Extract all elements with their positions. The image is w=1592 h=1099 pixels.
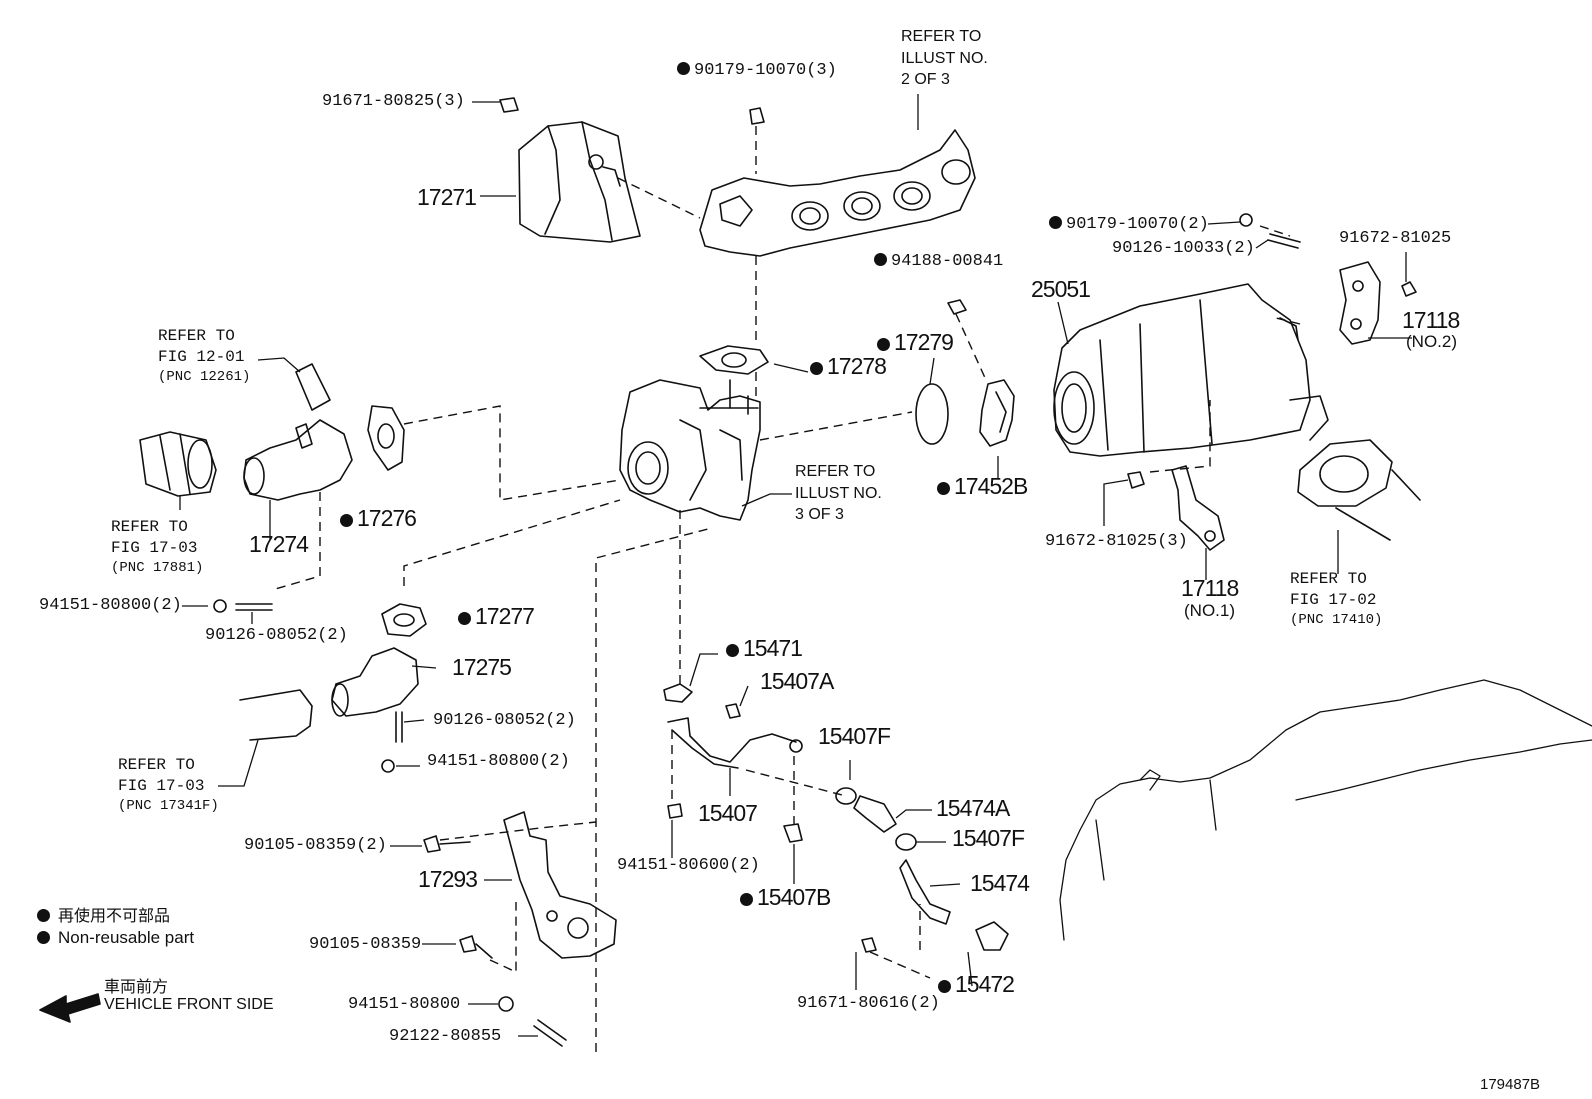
label-94151-80800-c: 94151-80800	[348, 995, 461, 1014]
turbocharger	[619, 379, 761, 521]
refer-fig-12-01: REFER TO FIG 12-01 (PNC 12261)	[158, 327, 251, 385]
refer-fig-17-02: REFER TO FIG 17-02 (PNC 17410)	[1290, 570, 1383, 628]
refer-illust-3-of-3: REFER TO ILLUST NO. 3 OF 3	[795, 463, 882, 524]
label-17279: 17279	[877, 331, 954, 354]
label-25051: 25051	[1031, 276, 1091, 302]
label-15407f-b: 15407F	[952, 825, 1025, 851]
gasket-15471	[663, 683, 693, 703]
label-15472: 15472	[938, 973, 1015, 996]
heat-insulator-17271	[518, 121, 641, 243]
label-91672-81025-top: 91672-81025	[1339, 229, 1452, 248]
non-reusable-dot-icon	[1049, 216, 1062, 229]
gasket-17276	[367, 405, 405, 471]
hose-15474a	[853, 795, 897, 833]
nut-94188-00841	[947, 299, 967, 315]
bracket-17293	[503, 811, 617, 959]
non-reusable-dot-icon	[726, 644, 739, 657]
vehicle-front-arrow	[39, 993, 101, 1023]
label-92122-80855: 92122-80855	[389, 1027, 502, 1046]
legend-en: Non-reusable part	[37, 928, 194, 948]
gasket-fig-17-02	[1297, 439, 1421, 541]
label-90105-08359-2: 90105-08359(2)	[244, 836, 387, 855]
non-reusable-dot-icon	[677, 62, 690, 75]
union-15407b	[783, 823, 803, 843]
clamp-15407f-b	[895, 833, 917, 851]
non-reusable-dot-icon	[37, 931, 50, 944]
gasket-15472	[975, 921, 1009, 951]
label-17118-no1-sub: (NO.1)	[1184, 601, 1235, 620]
label-90179-10070-top: 90179-10070(3)	[677, 62, 837, 79]
label-91671-80616: 91671-80616(2)	[797, 994, 940, 1013]
label-17276: 17276	[340, 507, 417, 530]
label-17118-no1: 17118	[1181, 575, 1239, 601]
label-15407a: 15407A	[760, 668, 834, 694]
label-17274: 17274	[249, 531, 309, 557]
label-94151-80600: 94151-80600(2)	[617, 856, 760, 875]
label-94188-00841: 94188-00841	[874, 253, 1003, 270]
hose-17274	[243, 419, 353, 501]
label-15474a: 15474A	[936, 795, 1010, 821]
non-reusable-dot-icon	[877, 338, 890, 351]
non-reusable-dot-icon	[37, 909, 50, 922]
hose-fig-12-01	[295, 363, 331, 411]
label-90126-08052-a: 90126-08052(2)	[205, 626, 348, 645]
bracket-17118-no2	[1339, 261, 1381, 345]
label-17118-no2: 17118	[1402, 307, 1460, 333]
small-fasteners	[213, 97, 1417, 1012]
gasket-17278	[699, 345, 769, 375]
ring-17279	[915, 383, 949, 445]
label-17452b: 17452B	[937, 475, 1028, 498]
non-reusable-dot-icon	[810, 362, 823, 375]
non-reusable-dot-icon	[740, 893, 753, 906]
label-17118-no2-sub: (NO.2)	[1406, 332, 1457, 351]
pipe-15474	[899, 859, 951, 925]
non-reusable-dot-icon	[937, 482, 950, 495]
label-91671-80825: 91671-80825(3)	[322, 92, 465, 111]
illustration-id: 179487B	[1480, 1076, 1541, 1093]
elbow-17275	[331, 647, 419, 717]
hose-fig-17-03-a	[139, 431, 217, 497]
label-17277: 17277	[458, 605, 535, 628]
label-94151-80800-a: 94151-80800(2)	[39, 596, 182, 615]
non-reusable-dot-icon	[874, 253, 887, 266]
label-90126-08052-b: 90126-08052(2)	[433, 711, 576, 730]
label-90179-10070-right: 90179-10070(2)	[1049, 216, 1209, 233]
label-15474: 15474	[970, 870, 1030, 896]
refer-fig-17-03-b: REFER TO FIG 17-03 (PNC 17341F)	[118, 756, 219, 814]
legend-jp: 再使用不可部品	[37, 902, 170, 926]
refer-fig-17-03-a: REFER TO FIG 17-03 (PNC 17881)	[111, 518, 204, 576]
front-jp: 車両前方	[104, 979, 169, 996]
clamp-15407f-a	[835, 787, 857, 805]
refer-illust-2-of-3: REFER TO ILLUST NO. 2 OF 3	[901, 28, 988, 89]
engine-block-outline	[1059, 679, 1592, 941]
label-15407f-a: 15407F	[818, 723, 891, 749]
non-reusable-dot-icon	[340, 514, 353, 527]
label-17275: 17275	[452, 654, 512, 680]
bracket-17118-no1	[1171, 465, 1225, 551]
label-15407: 15407	[698, 800, 758, 826]
gasket-17277	[381, 603, 427, 637]
non-reusable-dot-icon	[938, 980, 951, 993]
label-15407b: 15407B	[740, 886, 831, 909]
label-91672-81025-3: 91672-81025(3)	[1045, 532, 1188, 551]
label-17271: 17271	[417, 184, 477, 210]
stud-bolts	[235, 233, 1301, 1047]
exhaust-manifold	[699, 129, 976, 257]
label-17278: 17278	[810, 355, 887, 378]
oil-pipe-15407	[667, 717, 803, 769]
label-94151-80800-b: 94151-80800(2)	[427, 752, 570, 771]
label-17293: 17293	[418, 866, 478, 892]
non-reusable-dot-icon	[458, 612, 471, 625]
front-en: VEHICLE FRONT SIDE	[104, 996, 274, 1013]
catalytic-converter-25051	[1053, 283, 1329, 457]
pipe-fig-17-03-b	[239, 689, 313, 741]
clamp-17452b	[979, 379, 1015, 447]
label-90126-10033: 90126-10033(2)	[1112, 239, 1255, 258]
label-90105-08359: 90105-08359	[309, 935, 422, 954]
label-15471: 15471	[726, 637, 803, 660]
